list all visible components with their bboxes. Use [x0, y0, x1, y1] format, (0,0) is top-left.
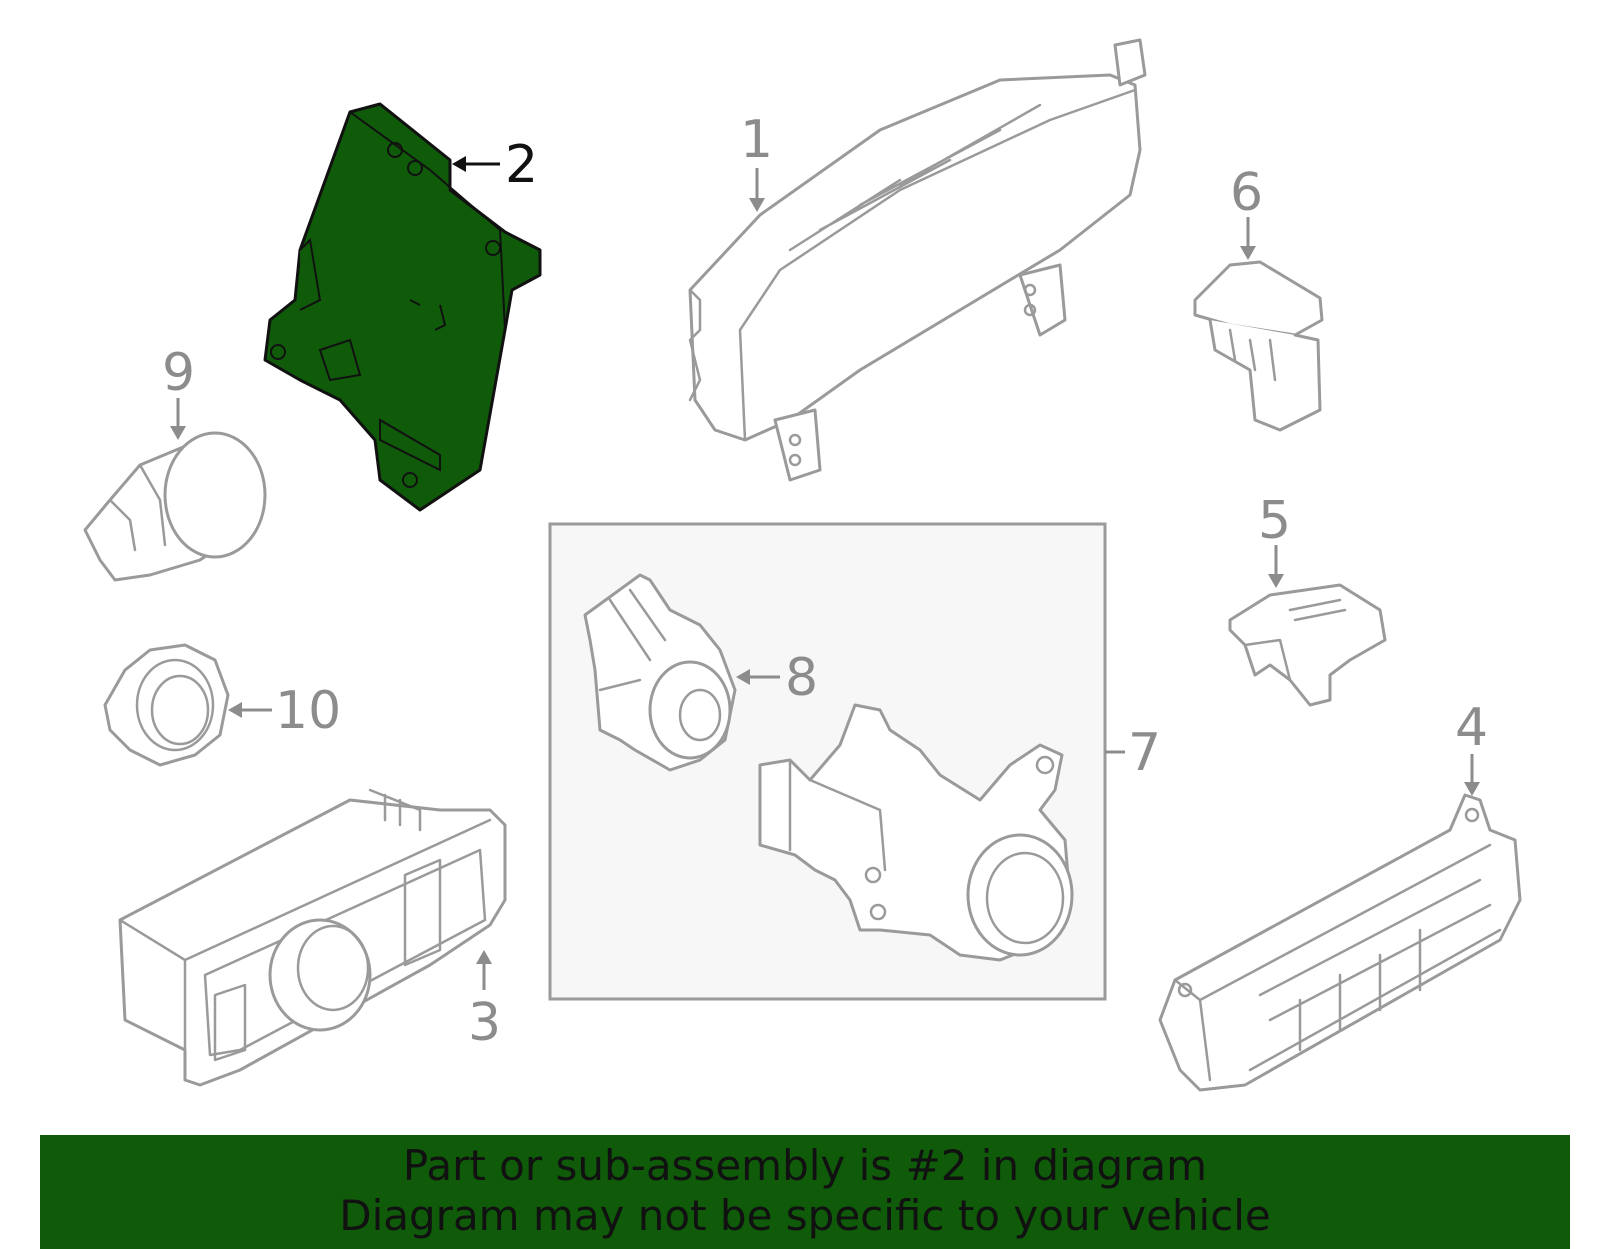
part-3-label[interactable]: 3: [468, 993, 501, 1053]
part-3-arrowhead: [476, 950, 492, 964]
part-5-switch[interactable]: [1228, 583, 1387, 707]
part-9-knob[interactable]: [83, 431, 267, 582]
part-3-headlamp-switch[interactable]: [118, 788, 507, 1087]
part-6-arrowhead: [1240, 246, 1256, 260]
part-4-arrowhead: [1464, 782, 1480, 796]
ignition-lock-housing[interactable]: [758, 703, 1074, 962]
banner-line-2: Diagram may not be specific to your vehi…: [339, 1191, 1271, 1240]
part-2-module[interactable]: [263, 102, 542, 512]
part-1-arrowhead: [749, 198, 765, 212]
part-5-label[interactable]: 5: [1258, 491, 1291, 551]
part-8-ignition-ring[interactable]: [583, 573, 737, 772]
part-9-label[interactable]: 9: [162, 343, 195, 403]
part-1-label[interactable]: 1: [740, 110, 773, 170]
part-2-arrowhead: [452, 156, 466, 172]
part-8-arrowhead: [736, 669, 750, 685]
part-10-ring[interactable]: [103, 643, 230, 767]
part-9-arrowhead: [170, 426, 186, 440]
part-4-climate-control[interactable]: [1158, 793, 1522, 1092]
part-5-arrowhead: [1268, 574, 1284, 588]
part-10-label[interactable]: 10: [275, 681, 341, 741]
info-banner: Part or sub-assembly is #2 in diagram Di…: [40, 1135, 1570, 1249]
part-4-label[interactable]: 4: [1455, 698, 1488, 758]
part-6-switch[interactable]: [1193, 260, 1324, 432]
part-2-label[interactable]: 2: [505, 135, 538, 195]
part-7-label[interactable]: 7: [1128, 723, 1161, 783]
part-8-label[interactable]: 8: [785, 648, 818, 708]
part-10-arrowhead: [228, 702, 242, 718]
part-1-instrument-cluster[interactable]: [688, 38, 1147, 482]
part-6-label[interactable]: 6: [1230, 163, 1263, 223]
banner-line-1: Part or sub-assembly is #2 in diagram: [402, 1141, 1208, 1190]
